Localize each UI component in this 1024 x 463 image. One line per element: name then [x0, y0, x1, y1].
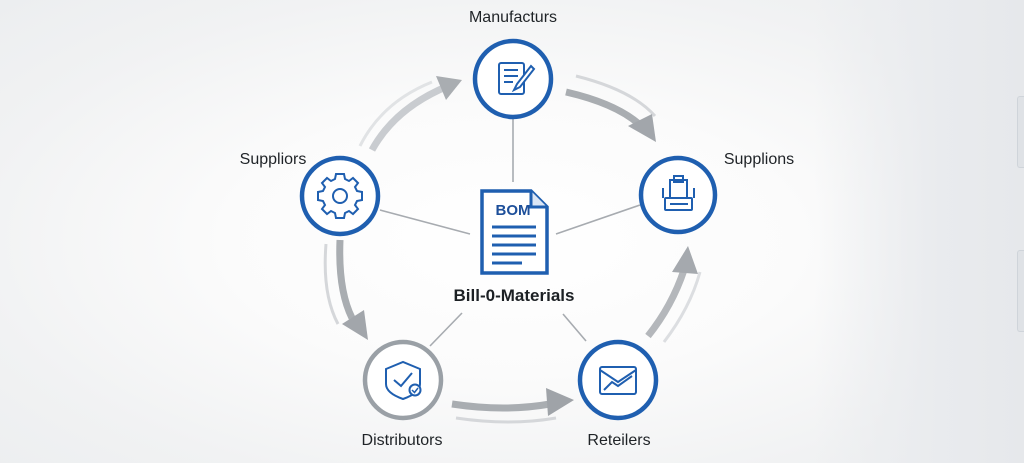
node-label-suppliors: Suppliors: [239, 151, 307, 168]
node-suppliors[interactable]: [299, 155, 381, 237]
bom-document[interactable]: [480, 189, 549, 275]
envelope-chart-icon: [599, 366, 637, 395]
node-label-distributors: Distributors: [361, 432, 443, 449]
edit-document-icon: [498, 62, 536, 95]
node-manufacturs[interactable]: [472, 38, 554, 120]
node-label-manufacturs: Manufacturs: [468, 9, 558, 26]
connector-reteilers: [562, 313, 587, 342]
arrow-reteilers-to-supplions: [645, 268, 688, 339]
node-label-supplions: Supplions: [723, 151, 795, 168]
node-reteilers[interactable]: [577, 339, 659, 421]
arrow-distributors-to-reteilers: [451, 400, 551, 412]
arrow-head: [546, 388, 574, 416]
node-supplions[interactable]: [638, 155, 718, 235]
connector-distributors: [429, 312, 463, 347]
shield-check-icon: [385, 360, 422, 401]
side-panel-tab[interactable]: [1017, 250, 1024, 332]
arrow-head: [342, 310, 368, 340]
arrow-head: [672, 246, 698, 274]
connector-supplions: [555, 204, 641, 235]
cycle-arrows: [323, 74, 702, 424]
bom-badge: BOM: [495, 202, 531, 219]
center-label: Bill-0-Materials: [453, 286, 575, 305]
node-label-reteilers: Reteilers: [587, 432, 651, 449]
arrow-head: [436, 76, 462, 100]
side-panel: [814, 0, 1024, 463]
node-distributors[interactable]: [362, 339, 444, 421]
connector-lines: [379, 118, 641, 347]
factory-machine-icon: [662, 175, 695, 211]
gear-icon: [317, 173, 363, 219]
arrow-head: [628, 114, 656, 142]
side-panel-tab[interactable]: [1017, 96, 1024, 168]
connector-suppliors: [379, 209, 471, 235]
arrow-suppliors-to-distributors: [336, 239, 356, 320]
arrow-suppliors-to-manufacturs: [368, 82, 450, 152]
arrow-manufacturs-to-supplions: [565, 88, 644, 129]
document-icon: [480, 189, 549, 275]
